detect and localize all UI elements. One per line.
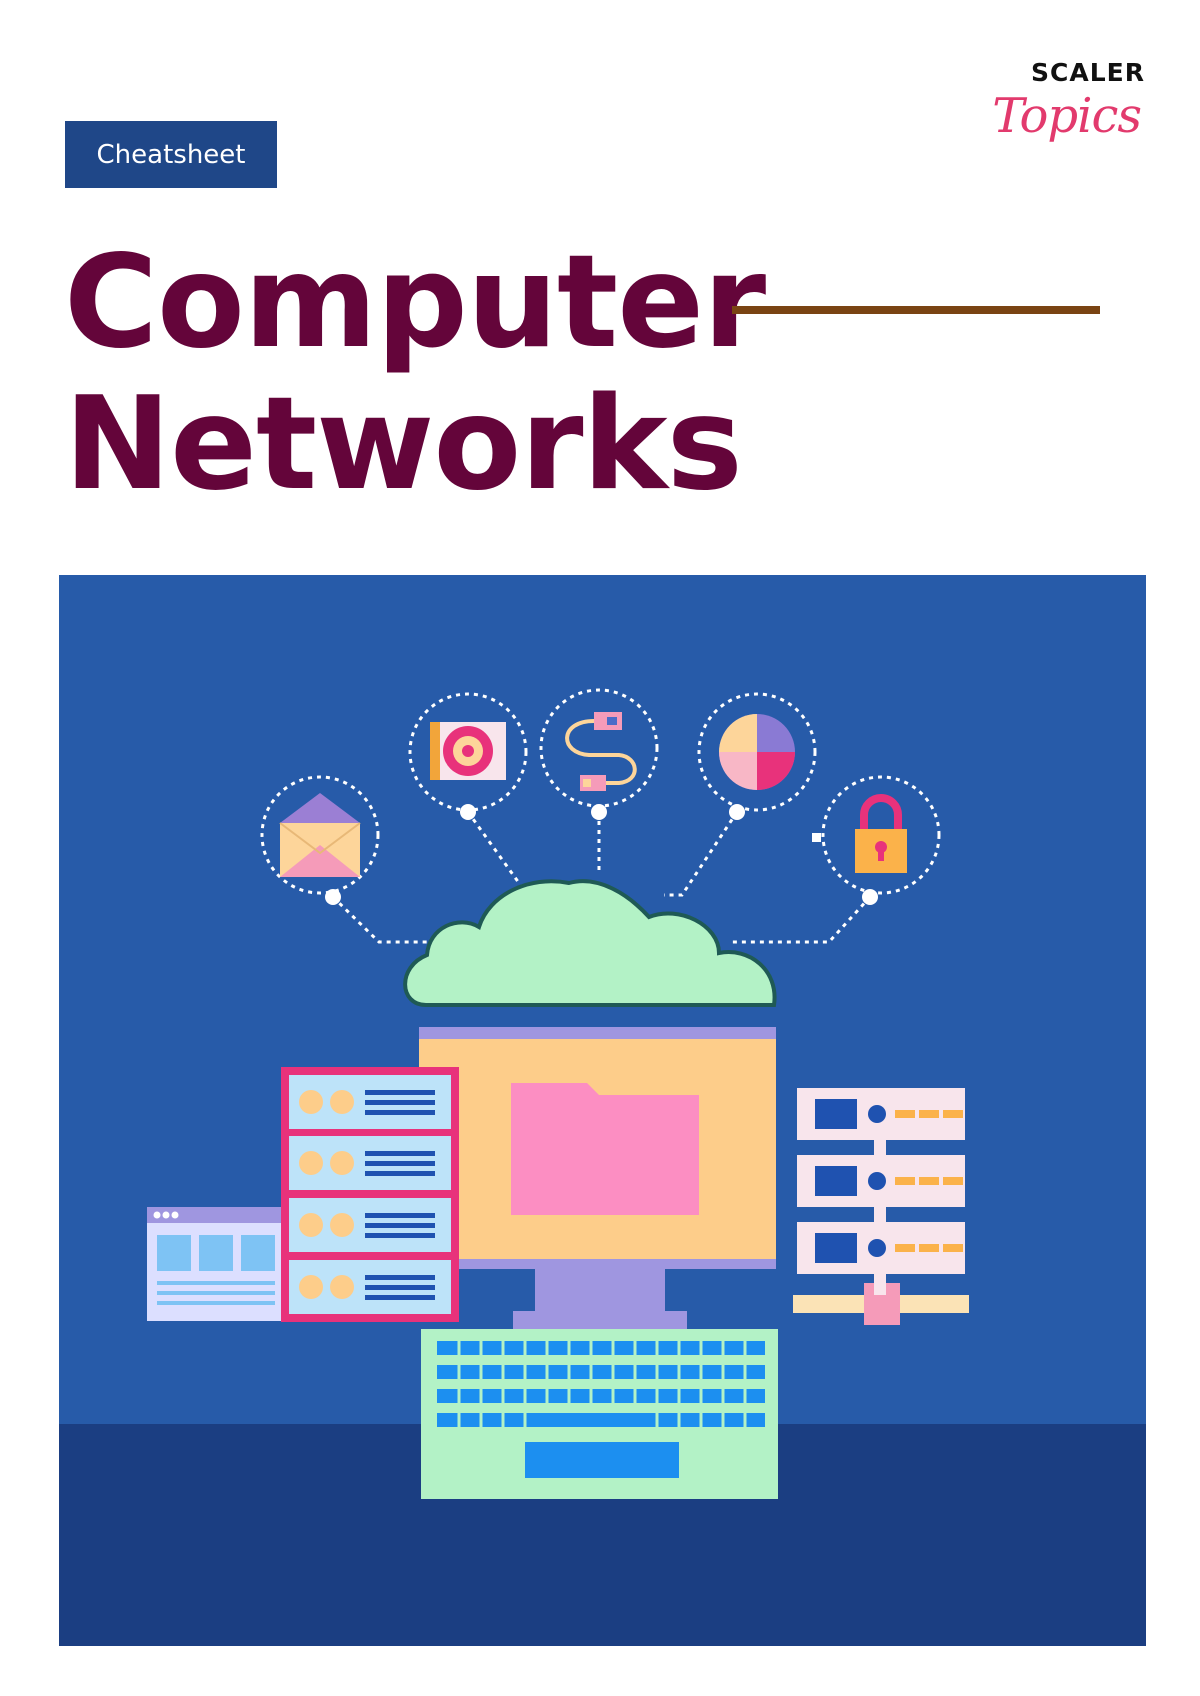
browser-window-icon	[147, 1207, 287, 1321]
cheatsheet-badge: Cheatsheet	[65, 121, 277, 188]
keyboard-keys	[437, 1341, 765, 1478]
cloud-icon	[403, 879, 777, 1007]
title-rule	[732, 306, 1100, 314]
network-illustration	[59, 575, 1146, 1646]
folder-icon	[511, 1083, 699, 1215]
mail-icon	[279, 793, 361, 877]
title-line-1: Computer	[64, 228, 766, 377]
page-title: Computer Networks	[64, 228, 766, 519]
monitor-icon	[419, 1027, 776, 1329]
lock-icon	[855, 794, 907, 873]
connector-nodes	[325, 804, 878, 905]
disc-icon	[430, 722, 506, 780]
pie-chart-icon	[719, 714, 795, 790]
scaler-topics-logo: SCALER Topics	[992, 52, 1145, 164]
server-stack-icon	[793, 1088, 969, 1325]
server-rack-icon	[281, 1067, 459, 1322]
cheatsheet-label: Cheatsheet	[96, 139, 246, 170]
logo-scaler-text: SCALER	[1031, 58, 1145, 87]
title-line-2: Networks	[64, 370, 743, 519]
logo-topics-text: Topics	[992, 88, 1142, 144]
cable-icon	[565, 712, 637, 791]
keyboard-icon	[421, 1329, 778, 1499]
